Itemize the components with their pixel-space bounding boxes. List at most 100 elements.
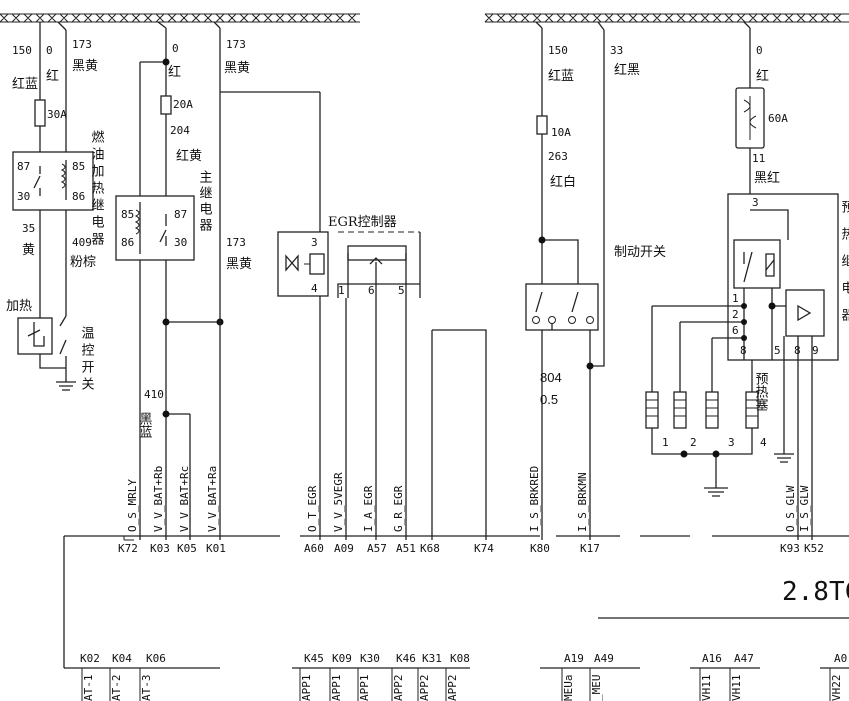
- color-hong-c: 红: [756, 68, 769, 84]
- glow-relay-title-partial: 预热继电器: [839, 200, 849, 335]
- egr-pin-3: 3: [311, 236, 318, 249]
- pin-a16: A16: [702, 652, 722, 665]
- label-heater: 加热: [6, 299, 32, 314]
- color-hong-b: 红: [168, 64, 181, 80]
- wire-204: 204: [170, 124, 190, 137]
- color-hong-lan: 红蓝: [12, 76, 38, 92]
- pin-k80: K80: [530, 542, 550, 555]
- pin-k17: K17: [580, 542, 600, 555]
- signal-app2-a: APP2: [392, 675, 405, 701]
- plug-number-1: 1: [662, 436, 669, 449]
- signal-vh11-a: VH11: [700, 675, 713, 701]
- main-relay-pin-87: 87: [174, 208, 187, 221]
- pin-k68: K68: [420, 542, 440, 555]
- main-relay-pin-85: 85: [121, 208, 134, 221]
- pin-a0: A0: [834, 652, 847, 665]
- main-relay-section: 0 红 20A 204 红黄 85 87 86 30 主继电器 410 黑蓝: [115, 21, 224, 540]
- glow-pin-5: 5: [774, 344, 781, 357]
- wire-173-c: 173: [226, 236, 246, 249]
- wire-173-b: 173: [226, 38, 246, 51]
- plug-number-2: 2: [690, 436, 697, 449]
- glow-pin-6: 6: [732, 324, 739, 337]
- signal-i-a-egr: I_A_EGR: [362, 485, 375, 532]
- glow-plug-section: 0 红 60A 11 黑红 3 1 2 6 8 5 8 9 1 2 3 4 预热…: [645, 21, 849, 540]
- signal-vh11-b: VH11: [730, 675, 743, 701]
- glow-pin-8: 8: [740, 344, 747, 357]
- ecu-model-label: 2.8TC: [782, 577, 849, 607]
- bottom-signal-names: AT-1 AT-2 AT-3 APP1 APP1 APP1 APP2 APP2 …: [81, 668, 843, 701]
- bottom-pin-numbers: K02 K04 K06 K45 K09 K30 K46 K31 K08 A19 …: [80, 652, 847, 665]
- glow-plug-2: [673, 391, 687, 429]
- color-hei-huang: 黑黄: [72, 59, 98, 74]
- egr-potentiometer: [347, 245, 407, 261]
- signal-o-s-mrly: O_S_MRLY: [126, 479, 139, 532]
- glow-controller: [785, 289, 825, 337]
- wire-150: 150: [12, 44, 32, 57]
- pin-k74: K74: [474, 542, 494, 555]
- top-signal-names: O_S_MRLY V_V_BAT+Rb V_V_BAT+Rc V_V_BAT+R…: [126, 466, 811, 532]
- wire-size-0-5: 0.5: [540, 392, 558, 407]
- top-bus: [0, 13, 849, 23]
- signal-at-2: AT-2: [110, 675, 123, 701]
- signal-app1-c: APP1: [358, 675, 371, 701]
- signal-at-3: AT-3: [140, 675, 153, 701]
- fuse-10a: [536, 115, 548, 135]
- heater-relay-box: [12, 151, 94, 211]
- glow-plug-3: [705, 391, 719, 429]
- color-hong-lan-b: 红蓝: [548, 68, 574, 84]
- fuse-20a-label: 20A: [173, 98, 193, 111]
- egr-pin-6: 6: [368, 284, 375, 297]
- glow-plug-1: [645, 391, 659, 429]
- signal-i-s-brkmn: I_S_BRKMN: [576, 472, 589, 532]
- color-hong-huang: 红黄: [176, 148, 202, 164]
- relay-pin-87: 87: [17, 160, 30, 173]
- heater-relay-title: 燃油加热继电器: [89, 129, 105, 249]
- glow-relay-coil: [733, 239, 781, 289]
- wire-0: 0: [46, 44, 53, 57]
- plug-number-3: 3: [728, 436, 735, 449]
- color-hei-huang-c: 黑黄: [226, 257, 252, 272]
- color-hong: 红: [46, 68, 59, 84]
- wire-173: 173: [72, 38, 92, 51]
- signal-app2-b: APP2: [418, 675, 431, 701]
- color-hei-hong: 黑红: [754, 170, 780, 186]
- signal-app1-a: APP1: [300, 675, 313, 701]
- signal-i-s-brkred: I_S_BRKRED: [528, 466, 541, 532]
- wire-0-b: 0: [172, 42, 179, 55]
- egr-pin-4: 4: [311, 282, 318, 295]
- main-relay-pin-86: 86: [121, 236, 134, 249]
- wire-410: 410: [144, 388, 164, 401]
- pin-k06: K06: [146, 652, 166, 665]
- glow-pin-9: 9: [812, 344, 819, 357]
- relay-pin-30: 30: [17, 190, 30, 203]
- glow-pin-1: 1: [732, 292, 739, 305]
- pin-k46: K46: [396, 652, 416, 665]
- pin-k52: K52: [804, 542, 824, 555]
- pin-a51: A51: [396, 542, 416, 555]
- brake-switch-section: 150 红蓝 33 红黑 10A 263 红白 制动开关 804 0.5: [525, 21, 666, 540]
- signal-o-s-glw: O_S_GLW: [784, 485, 797, 532]
- signal-v-bat-rc: V_V_BAT+Rc: [178, 466, 191, 532]
- pin-k03: K03: [150, 542, 170, 555]
- egr-pin-1: 1: [338, 284, 345, 297]
- wire-263: 263: [548, 150, 568, 163]
- glow-pin-2: 2: [732, 308, 739, 321]
- pin-k09: K09: [332, 652, 352, 665]
- heater-element: [17, 317, 53, 355]
- pin-k02: K02: [80, 652, 100, 665]
- egr-title: EGR控制器: [328, 215, 397, 230]
- signal-i-s-glw: I_S_GLW: [798, 485, 811, 532]
- pin-a47: A47: [734, 652, 754, 665]
- thermo-switch-label: 温控开关: [79, 326, 95, 394]
- pin-a49: A49: [594, 652, 614, 665]
- wire-409: 409: [72, 236, 92, 249]
- pin-k08: K08: [450, 652, 470, 665]
- egr-section: EGR控制器 3 4 1 6 5: [277, 215, 421, 540]
- color-hong-bai: 红白: [550, 174, 576, 190]
- pin-k30: K30: [360, 652, 380, 665]
- wire-150-b: 150: [548, 44, 568, 57]
- pin-a60: A60: [304, 542, 324, 555]
- ecu-connector: 2.8TC: [63, 535, 849, 669]
- main-relay-pin-30: 30: [174, 236, 187, 249]
